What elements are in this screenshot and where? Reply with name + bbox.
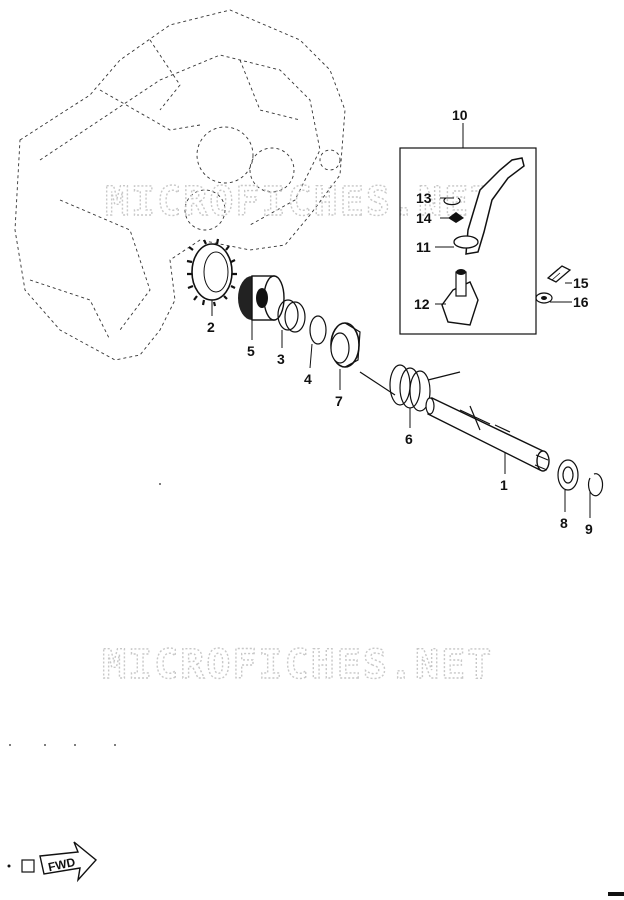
part-circlip-9 — [587, 473, 604, 497]
callout-2: 2 — [207, 319, 215, 335]
callout-16: 16 — [573, 294, 589, 310]
watermark-bottom: MICROFICHES.NET — [102, 642, 493, 688]
part-spindle-1 — [425, 396, 550, 472]
scan-specks — [9, 483, 624, 896]
part-spring-3 — [277, 299, 306, 333]
callout-11: 11 — [416, 239, 431, 255]
part-seat-7 — [330, 322, 361, 368]
part-bushing-5 — [238, 275, 285, 321]
callout-8: 8 — [560, 515, 568, 531]
callout-4: 4 — [304, 371, 312, 387]
watermark-top: MICROFICHES.NET — [105, 179, 496, 225]
callout-labels: 10 13 14 11 12 15 16 2 5 3 4 7 6 1 8 9 — [207, 107, 593, 537]
fwd-label: FWD — [47, 855, 77, 874]
callout-5: 5 — [247, 343, 255, 359]
callout-14: 14 — [416, 210, 432, 226]
callout-7: 7 — [335, 393, 343, 409]
leader-lines — [211, 123, 591, 518]
callout-3: 3 — [277, 351, 285, 367]
part-kick-arm-assembly-10 — [399, 147, 537, 335]
callout-1: 1 — [500, 477, 508, 493]
callout-10: 10 — [452, 107, 468, 123]
engine-crankcase-outline — [14, 9, 346, 361]
part-ring-4 — [309, 315, 327, 345]
callout-13: 13 — [416, 190, 432, 206]
part-washer-16 — [535, 292, 553, 304]
part-bolt-15 — [546, 265, 572, 283]
part-gear-2 — [186, 238, 237, 307]
callout-15: 15 — [573, 275, 589, 291]
fwd-arrow-icon — [39, 841, 98, 883]
fwd-indicator: FWD — [7, 841, 98, 883]
callout-6: 6 — [405, 431, 413, 447]
callout-9: 9 — [585, 521, 593, 537]
part-washer-8 — [557, 459, 579, 491]
callout-12: 12 — [414, 296, 430, 312]
